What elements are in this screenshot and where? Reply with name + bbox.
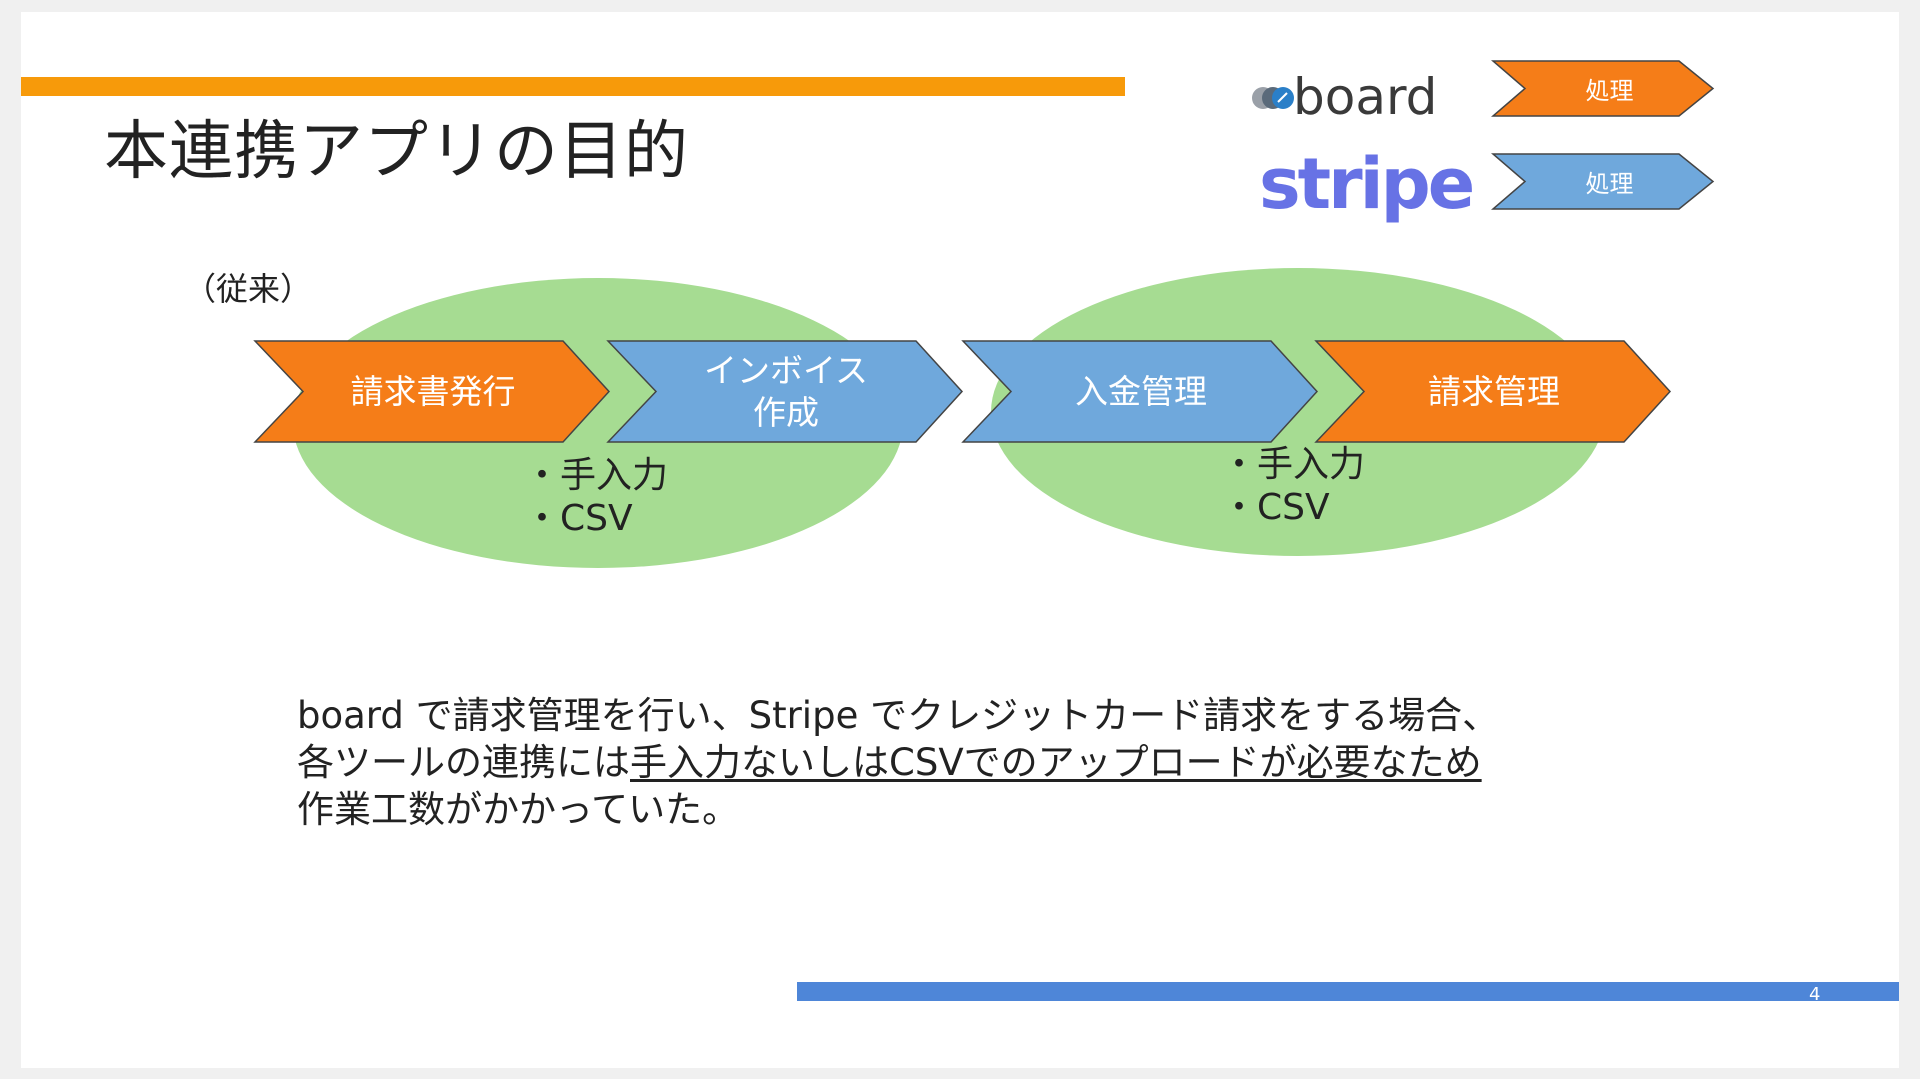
bottom-accent-bar — [797, 982, 1899, 1001]
flow-step-payment-management: 入金管理 — [961, 339, 1321, 444]
page-number: 4 — [1809, 984, 1821, 1005]
description-line-2-emphasis: 手入力ないしはCSVでのアップロードが必要なため — [630, 741, 1482, 784]
slide: 本連携アプリの目的 board 処理 stripe 処理 （従来） 請求書発行 … — [21, 12, 1899, 1068]
description-line-3: 作業工数がかかっていた。 — [297, 788, 740, 831]
board-logo-text: board — [1293, 68, 1437, 123]
flow-step-invoice-create: インボイス 作成 — [606, 339, 966, 444]
right-method-item: ・手入力 — [1221, 444, 1366, 485]
stripe-logo: stripe — [1259, 143, 1475, 225]
board-logo: board — [1249, 67, 1459, 126]
flow-step-billing-management: 請求管理 — [1314, 339, 1674, 444]
description-line-1: board で請求管理を行い、Stripe でクレジットカード請求をする場合、 — [297, 694, 1500, 737]
stripe-process-arrow: 処理 — [1491, 152, 1716, 211]
top-accent-bar — [21, 77, 1125, 96]
stripe-process-label: 処理 — [1585, 170, 1634, 198]
flow-step-label: 請求管理 — [1428, 371, 1560, 411]
left-method-item: ・手入力 — [524, 455, 669, 496]
description-line-2: 各ツールの連携には手入力ないしはCSVでのアップロードが必要なため — [297, 739, 1499, 786]
left-method-item: ・CSV — [524, 498, 633, 539]
flow-step-label: 入金管理 — [1075, 371, 1207, 411]
history-label: （従来） — [184, 270, 313, 308]
right-method-item: ・CSV — [1221, 487, 1330, 528]
board-process-label: 処理 — [1585, 77, 1634, 105]
page-title: 本連携アプリの目的 — [104, 115, 689, 189]
board-process-arrow: 処理 — [1491, 59, 1716, 118]
description-line-2-prefix: 各ツールの連携には — [297, 741, 630, 784]
right-method-list: ・手入力 ・CSV — [1221, 443, 1365, 529]
description-text: board で請求管理を行い、Stripe でクレジットカード請求をする場合、 … — [297, 692, 1499, 833]
flow-step-invoice-issue: 請求書発行 — [253, 339, 613, 444]
flow-step-label: インボイス 作成 — [703, 350, 868, 432]
left-method-list: ・手入力 ・CSV — [524, 454, 668, 540]
flow-step-label: 請求書発行 — [350, 371, 516, 411]
